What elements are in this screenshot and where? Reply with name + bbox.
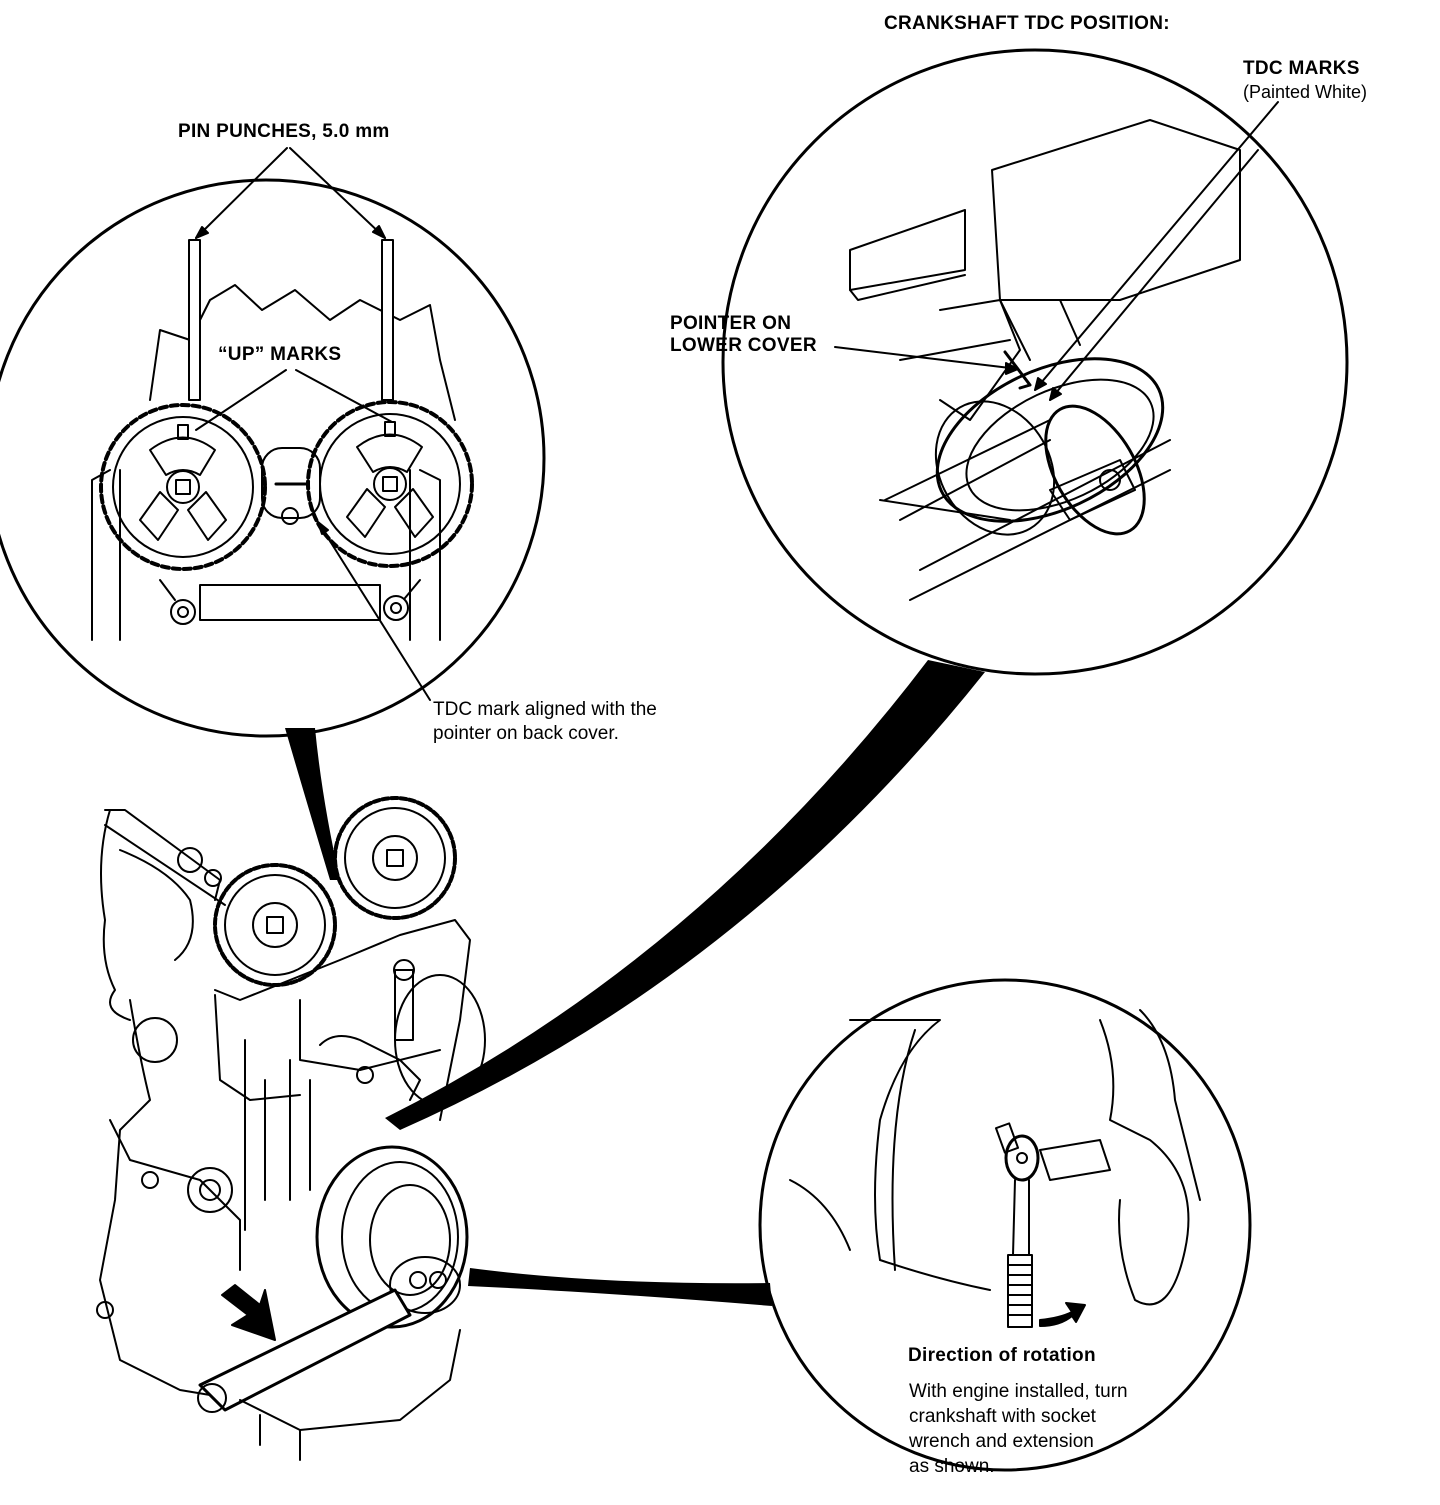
main-cam-pulleys — [213, 796, 457, 987]
up-marks-label: “UP” MARKS — [218, 344, 342, 365]
rotation-detail-view — [758, 978, 1252, 1472]
left-cam-pulley — [99, 403, 267, 571]
tdc-marks-label: TDC MARKS — [1243, 58, 1360, 79]
crankshaft-detail-view — [721, 48, 1349, 676]
right-cam-pulley — [306, 400, 474, 568]
crankshaft-leaders — [834, 101, 1279, 401]
pin-punches-label: PIN PUNCHES, 5.0 mm — [178, 121, 390, 142]
connector-wedges — [285, 660, 985, 1306]
tdc-back-cover-line2: pointer on back cover. — [433, 723, 619, 744]
lower-cover-label: LOWER COVER — [670, 335, 817, 356]
tdc-back-cover-line1: TDC mark aligned with the — [433, 699, 657, 720]
direction-line3: wrench and extension — [909, 1431, 1094, 1452]
crankshaft-tdc-title: CRANKSHAFT TDC POSITION: — [884, 13, 1170, 34]
painted-white-label: (Painted White) — [1243, 82, 1368, 102]
pointer-on-label: POINTER ON — [670, 313, 792, 334]
direction-line2: crankshaft with socket — [909, 1406, 1096, 1427]
engine-main — [96, 796, 486, 1461]
direction-of-rotation-title: Direction of rotation — [908, 1345, 1096, 1366]
camshaft-detail-view — [0, 178, 546, 738]
wrench — [994, 1122, 1040, 1328]
camshaft-leaders — [195, 147, 431, 701]
direction-line1: With engine installed, turn — [909, 1381, 1128, 1402]
direction-line4: as shown. — [909, 1456, 995, 1477]
